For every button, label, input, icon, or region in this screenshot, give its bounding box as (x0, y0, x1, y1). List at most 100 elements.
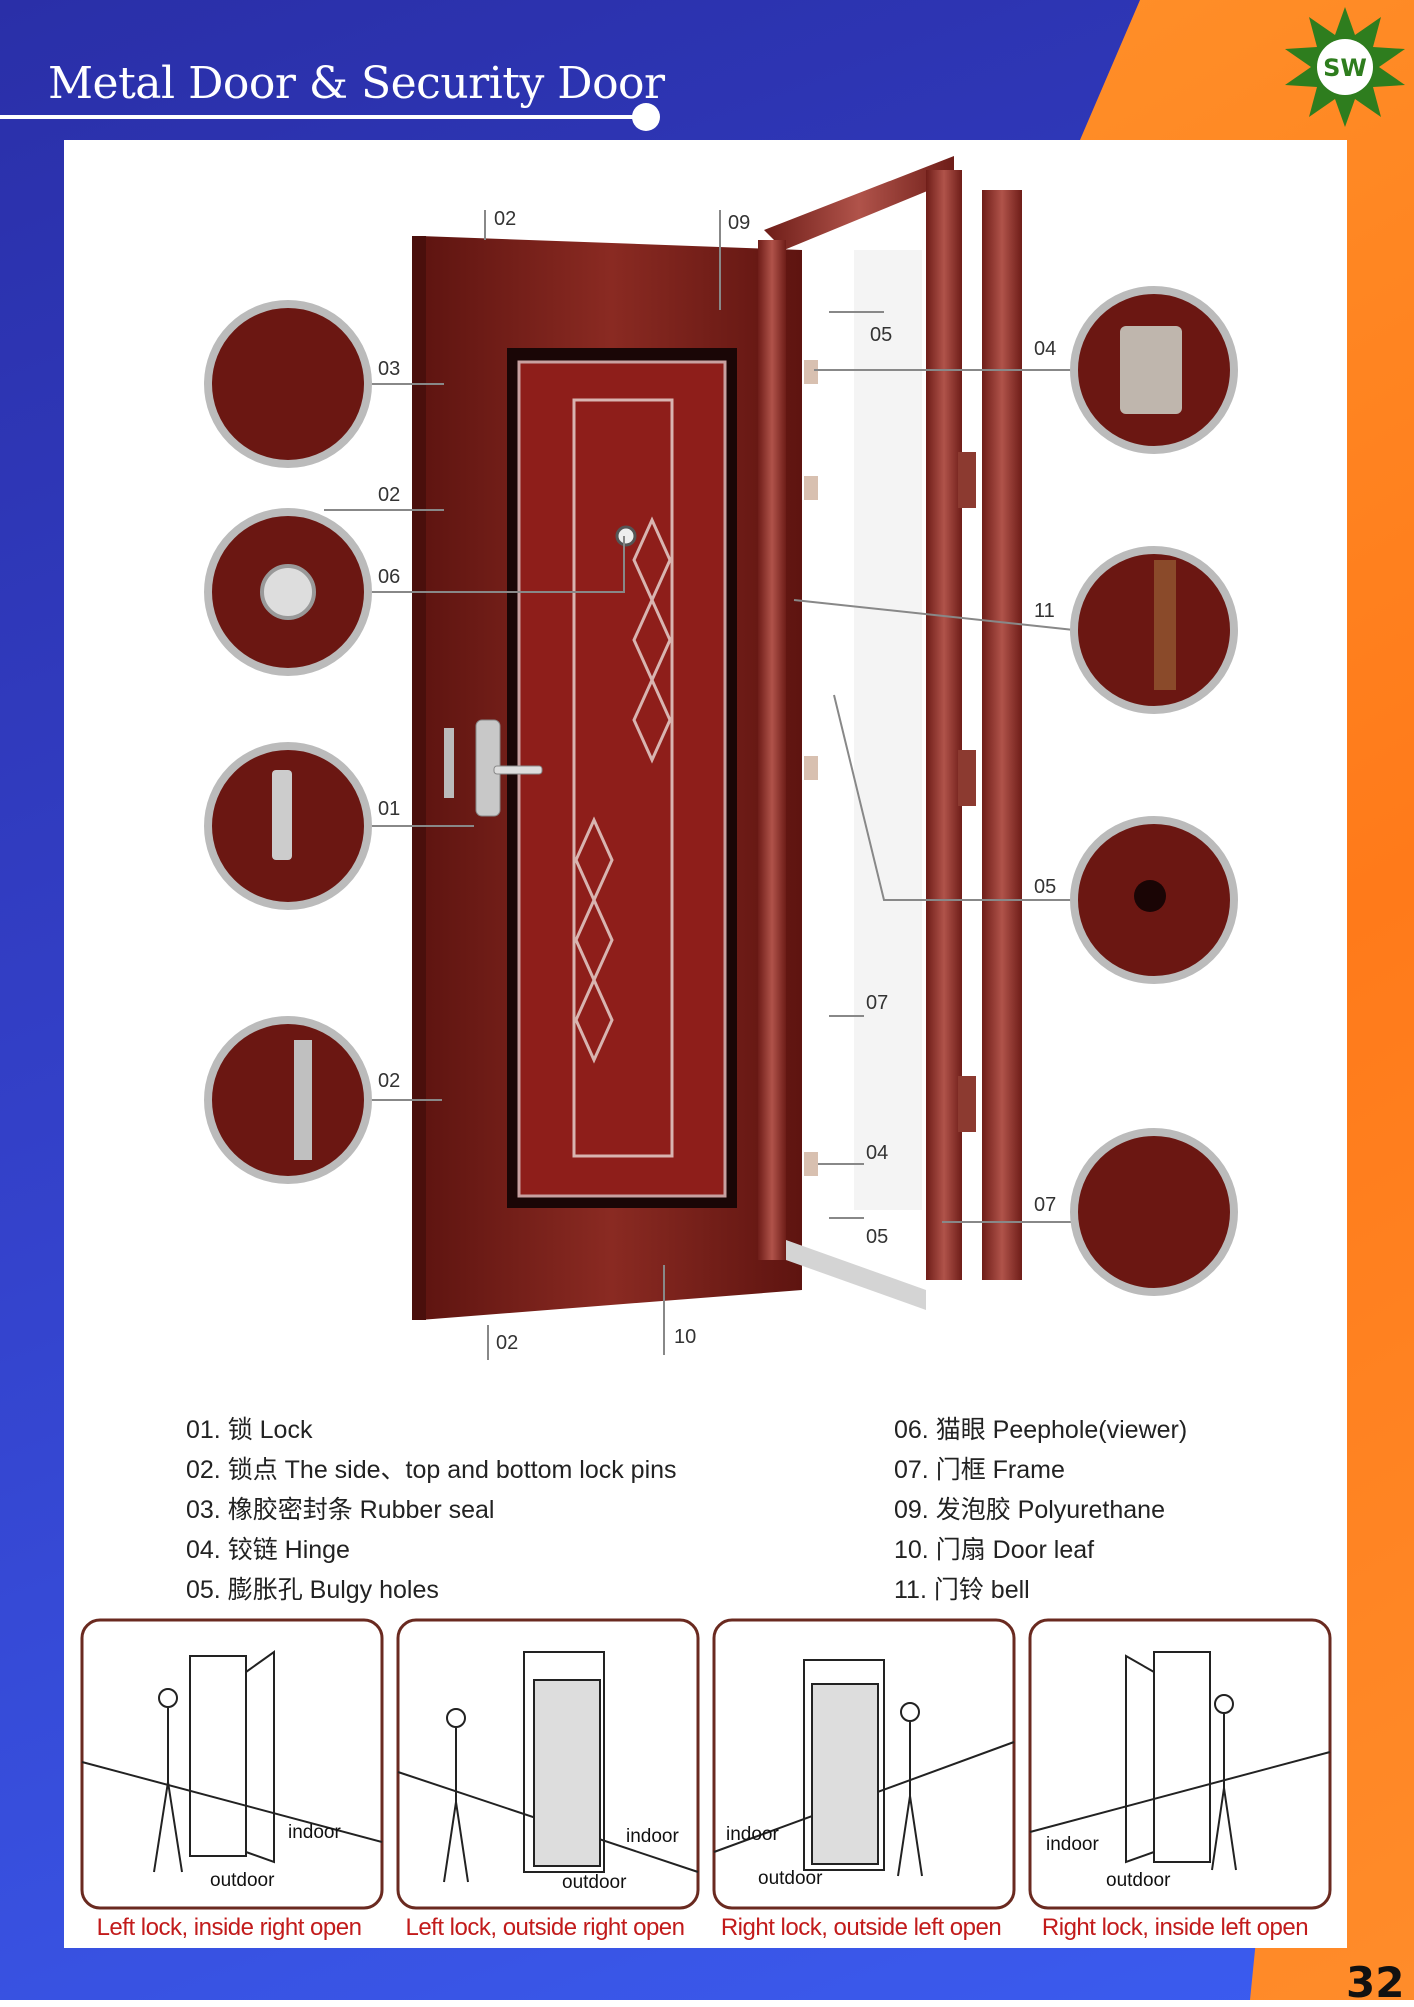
diagram-2-caption: Left lock, outside right open (405, 1914, 685, 1941)
callout-label: 04 (866, 1142, 889, 1164)
detail-peephole-lens (260, 564, 316, 620)
callout-label: 03 (378, 358, 401, 380)
diagram-1-caption: Left lock, inside right open (96, 1914, 362, 1941)
door-lock-pins (444, 728, 454, 798)
diagram-2-door (533, 1679, 601, 1867)
legend-left: 01. 锁 Lock 02. 锁点 The side、top and botto… (186, 1410, 677, 1610)
door-illustration (204, 156, 1238, 1360)
diagram-4-person-legs (1211, 1787, 1237, 1871)
callout-label: 02 (496, 1332, 519, 1354)
hinge (804, 360, 818, 384)
frame-strike-plate (958, 1076, 976, 1132)
diagram-3-indoor-label: indoor (726, 1824, 779, 1845)
door-pattern-diamond (574, 976, 614, 1064)
callout-label: 10 (674, 1326, 697, 1348)
legend-right: 06. 猫眼 Peephole(viewer) 07. 门框 Frame 09.… (894, 1410, 1187, 1610)
diagram-4-outdoor-label: outdoor (1106, 1870, 1171, 1891)
callout-label: 07 (1034, 1194, 1057, 1216)
frame-strike-plate (958, 452, 976, 508)
legend-item: 10. 门扇 Door leaf (894, 1536, 1095, 1564)
legend-item: 03. 橡胶密封条 Rubber seal (186, 1496, 495, 1524)
diagram-3-outdoor-label: outdoor (758, 1868, 823, 1889)
title-underline (0, 115, 650, 119)
detail-circles (204, 286, 1238, 1296)
callout-label: 06 (378, 566, 401, 588)
callout-label: 01 (378, 798, 401, 820)
detail-pins (294, 1040, 312, 1160)
legend-item: 01. 锁 Lock (186, 1416, 313, 1444)
callout-label: 05 (1034, 876, 1057, 898)
detail-frame (1070, 1128, 1238, 1296)
diagram-2-indoor-label: indoor (626, 1826, 679, 1847)
callout-leaders (324, 210, 1075, 1360)
diagram-3-frame (803, 1659, 885, 1871)
diagram-1-door (245, 1650, 275, 1864)
peephole (615, 525, 637, 547)
callout-label: 09 (728, 212, 751, 234)
diagram-1-person-legs (153, 1781, 183, 1873)
door-edge (412, 236, 426, 1320)
callout-label: 11 (1034, 600, 1055, 622)
door-frame-opening (854, 250, 922, 1210)
frame-strike-plate (958, 750, 976, 806)
page-number: 32 (1346, 1958, 1405, 2007)
diagram-1-indoor-label: indoor (288, 1822, 341, 1843)
page-title: Metal Door & Security Door (48, 58, 665, 109)
door-handle (493, 765, 543, 775)
diagram-4-caption: Right lock, inside left open (1041, 1914, 1309, 1941)
legend-item: 07. 门框 Frame (894, 1456, 1065, 1484)
detail-rubber-seal (204, 300, 372, 468)
legend-item: 06. 猫眼 Peephole(viewer) (894, 1416, 1188, 1444)
diagram-2-person-head (446, 1708, 466, 1728)
diagram-4-box (1028, 1618, 1332, 1910)
legend-item: 09. 发泡胶 Polyurethane (894, 1496, 1165, 1524)
callout-label: 02 (378, 1070, 401, 1092)
callout-label: 05 (870, 324, 893, 346)
door-panel-inner (517, 360, 727, 1198)
opening-diagrams (80, 1618, 1332, 1910)
sw-logo: SW (1285, 7, 1405, 127)
door-pattern-diamond (632, 676, 672, 764)
door-panel-pattern (572, 398, 674, 1158)
callout-label: 05 (866, 1226, 889, 1248)
diagram-2-outdoor-label: outdoor (562, 1872, 627, 1893)
door-frame-hinge-side (758, 240, 786, 1260)
diagram-box (80, 1618, 1332, 1910)
detail-lock-pins (204, 1016, 372, 1184)
legend-item: 04. 铰链 Hinge (186, 1536, 350, 1564)
door-frame-top (764, 156, 954, 250)
diagram-4-door (1125, 1654, 1155, 1864)
door-frame-open-side (926, 170, 962, 1280)
hinge (804, 476, 818, 500)
callout-label: 02 (378, 484, 401, 506)
diagram-3-person-head (900, 1702, 920, 1722)
diagram-3-caption: Right lock, outside left open (720, 1914, 1002, 1941)
diagram-1-outdoor-label: outdoor (210, 1870, 275, 1891)
title-underline-dot (632, 103, 660, 131)
detail-lock-handle (272, 770, 292, 860)
diagram-4-wall (1029, 1751, 1331, 1833)
logo-inner-circle (1317, 39, 1373, 95)
hinge (804, 756, 818, 780)
callout-label: 02 (494, 208, 517, 230)
hinge (804, 1152, 818, 1176)
diagram-4-person-head (1214, 1694, 1234, 1714)
detail-bulgy-hole-dot (1134, 880, 1166, 912)
diagram-3-person-legs (897, 1795, 923, 1877)
callout-label: 07 (866, 992, 889, 1014)
diagram-4-indoor-label: indoor (1046, 1834, 1099, 1855)
legend-item: 05. 膨胀孔 Bulgy holes (186, 1576, 439, 1604)
door-frame-jamb (982, 190, 1022, 1280)
diagram-2-frame (523, 1651, 605, 1873)
callout-label: 04 (1034, 338, 1057, 360)
legend-item: 11. 门铃 bell (894, 1576, 1030, 1604)
detail-hinge-plate (1120, 326, 1182, 414)
diagram-3-door (811, 1683, 879, 1865)
diagram-1-box (80, 1618, 384, 1910)
legend-item: 02. 锁点 The side、top and bottom lock pins (186, 1456, 677, 1484)
door-threshold (786, 1240, 926, 1310)
diagram-1-person-head (158, 1688, 178, 1708)
diagram-2-person-legs (443, 1801, 469, 1883)
logo-text: SW (1323, 54, 1367, 82)
diagram-1-wall (81, 1761, 383, 1843)
